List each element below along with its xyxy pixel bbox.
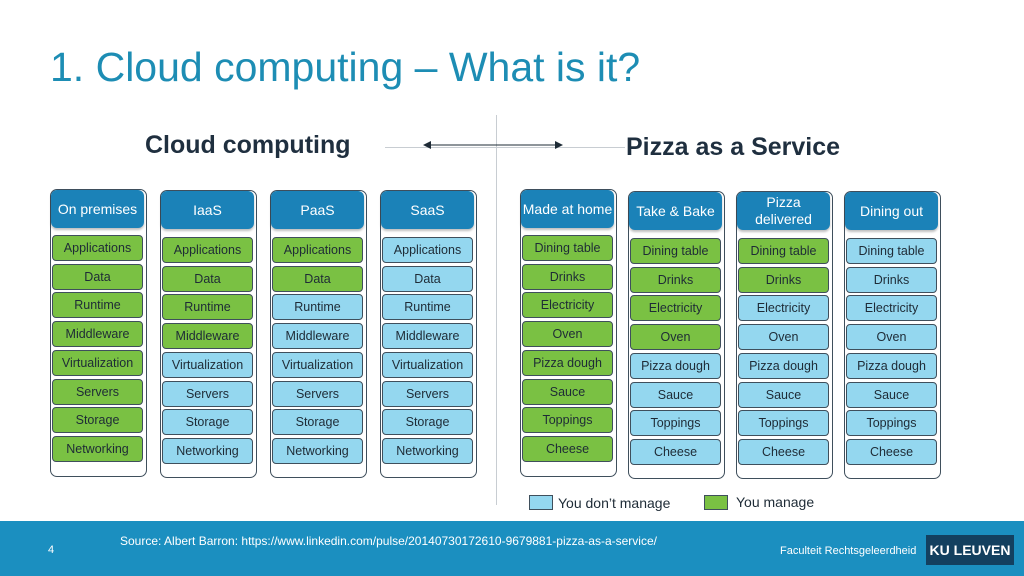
stack-cell-applications: Applications <box>382 237 473 263</box>
stack-cell-pizza-dough: Pizza dough <box>846 352 937 379</box>
stack-cell-drinks: Drinks <box>738 266 829 293</box>
stack-cell-electricity: Electricity <box>846 295 937 322</box>
stack-cell-electricity: Electricity <box>630 295 721 322</box>
stack-cell-storage: Storage <box>272 409 363 436</box>
stack-cell-middleware: Middleware <box>272 323 363 350</box>
column-header: On premises <box>51 190 144 228</box>
stack-cell-cheese: Cheese <box>630 438 721 465</box>
stack-cell-data: Data <box>272 265 363 292</box>
stack-cell-electricity: Electricity <box>522 292 613 319</box>
stack-cell-drinks: Drinks <box>846 266 937 293</box>
stack-cell-toppings: Toppings <box>738 410 829 437</box>
stack-cell-drinks: Drinks <box>630 266 721 293</box>
column-header: SaaS <box>381 191 474 229</box>
stack-cell-sauce: Sauce <box>846 381 937 408</box>
slide-title: 1. Cloud computing – What is it? <box>50 44 641 90</box>
column-header: Pizza delivered <box>737 192 830 230</box>
stack-cell-data: Data <box>382 265 473 292</box>
stack-cell-applications: Applications <box>162 237 253 263</box>
column-header: Take & Bake <box>629 192 722 230</box>
stack-cell-dining-table: Dining table <box>738 238 829 264</box>
stack-cell-sauce: Sauce <box>738 381 829 408</box>
stack-cell-runtime: Runtime <box>52 292 143 319</box>
page-number: 4 <box>48 544 55 556</box>
stack-cell-runtime: Runtime <box>382 294 473 321</box>
stack-cell-dining-table: Dining table <box>630 238 721 264</box>
stack-cell-pizza-dough: Pizza dough <box>738 352 829 379</box>
stack-cell-toppings: Toppings <box>522 407 613 434</box>
stack-cell-middleware: Middleware <box>52 321 143 348</box>
stack-cell-virtualization: Virtualization <box>382 351 473 378</box>
legend-label-managed: You manage <box>736 494 815 510</box>
heading-cloud-computing: Cloud computing <box>145 131 351 159</box>
stack-cell-servers: Servers <box>382 380 473 407</box>
stack-cell-middleware: Middleware <box>382 323 473 350</box>
stack-cell-servers: Servers <box>272 380 363 407</box>
column-header: IaaS <box>161 191 254 229</box>
stack-cell-oven: Oven <box>522 321 613 348</box>
stack-cell-servers: Servers <box>162 380 253 407</box>
legend-swatch-not-managed <box>529 495 553 510</box>
stack-cell-toppings: Toppings <box>630 410 721 437</box>
stack-cell-applications: Applications <box>272 237 363 263</box>
stack-cell-virtualization: Virtualization <box>162 351 253 378</box>
stack-cell-networking: Networking <box>52 435 143 462</box>
stack-cell-cheese: Cheese <box>738 438 829 465</box>
ku-leuven-logo: KU LEUVEN <box>926 535 1014 565</box>
stack-cell-storage: Storage <box>162 409 253 436</box>
stack-cell-runtime: Runtime <box>272 294 363 321</box>
horizontal-divider <box>385 147 625 148</box>
stack-cell-applications: Applications <box>52 235 143 261</box>
stack-cell-electricity: Electricity <box>738 295 829 322</box>
column-header: Dining out <box>845 192 938 230</box>
vertical-divider <box>496 115 497 505</box>
footer-bar <box>0 521 1024 576</box>
legend-label-not-managed: You don’t manage <box>558 495 671 511</box>
stack-cell-runtime: Runtime <box>162 294 253 321</box>
stack-cell-dining-table: Dining table <box>846 238 937 264</box>
stack-cell-servers: Servers <box>52 378 143 405</box>
faculty-name: Faculteit Rechtsgeleerdheid <box>780 545 917 557</box>
stack-cell-sauce: Sauce <box>522 378 613 405</box>
stack-cell-pizza-dough: Pizza dough <box>522 349 613 376</box>
stack-cell-cheese: Cheese <box>846 438 937 465</box>
stack-cell-dining-table: Dining table <box>522 235 613 261</box>
stack-cell-virtualization: Virtualization <box>52 349 143 376</box>
source-citation: Source: Albert Barron: https://www.linke… <box>120 534 657 548</box>
stack-cell-data: Data <box>162 265 253 292</box>
legend-swatch-managed <box>704 495 728 510</box>
column-header: PaaS <box>271 191 364 229</box>
double-arrow-icon <box>423 141 563 149</box>
stack-cell-cheese: Cheese <box>522 435 613 462</box>
stack-cell-networking: Networking <box>272 437 363 464</box>
stack-cell-middleware: Middleware <box>162 323 253 350</box>
stack-cell-oven: Oven <box>630 324 721 351</box>
stack-cell-sauce: Sauce <box>630 381 721 408</box>
heading-pizza-as-a-service: Pizza as a Service <box>626 133 841 161</box>
stack-cell-storage: Storage <box>52 407 143 434</box>
stack-cell-networking: Networking <box>162 437 253 464</box>
stack-cell-oven: Oven <box>846 324 937 351</box>
column-header: Made at home <box>521 190 614 228</box>
stack-cell-virtualization: Virtualization <box>272 351 363 378</box>
stack-cell-toppings: Toppings <box>846 410 937 437</box>
stack-cell-networking: Networking <box>382 437 473 464</box>
stack-cell-storage: Storage <box>382 409 473 436</box>
stack-cell-pizza-dough: Pizza dough <box>630 352 721 379</box>
stack-cell-data: Data <box>52 263 143 290</box>
stack-cell-drinks: Drinks <box>522 263 613 290</box>
stack-cell-oven: Oven <box>738 324 829 351</box>
